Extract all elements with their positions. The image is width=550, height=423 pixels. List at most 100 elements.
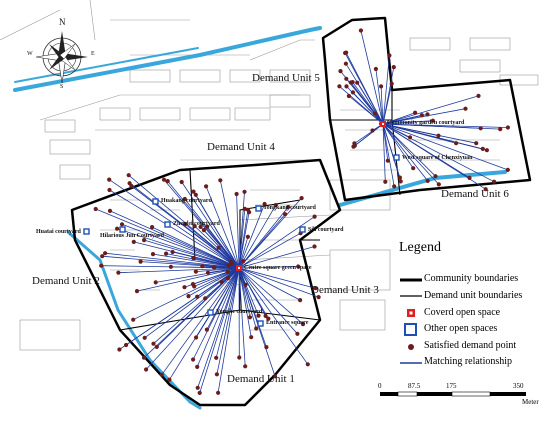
matching-line xyxy=(196,267,240,368)
demand-point xyxy=(505,125,510,130)
demand-point xyxy=(107,177,112,182)
matching-line xyxy=(380,86,384,125)
demand-point xyxy=(159,372,164,377)
community-boundaries xyxy=(70,16,532,407)
matching-line xyxy=(217,267,240,393)
matching-line xyxy=(356,82,384,125)
scale-tick-350: 350 xyxy=(513,382,524,390)
legend-label-demand-point: Satisfied demand point xyxy=(424,340,517,351)
matching-line xyxy=(238,267,301,301)
community-boundary-west xyxy=(70,158,342,407)
demand-point xyxy=(385,158,390,163)
demand-point xyxy=(425,112,430,117)
demand-point xyxy=(234,191,239,197)
demand-point xyxy=(190,282,196,287)
matching-line xyxy=(382,123,440,185)
demand-point xyxy=(204,327,209,332)
demand-point xyxy=(226,263,231,268)
demand-point xyxy=(127,181,132,186)
matching-line xyxy=(382,112,416,125)
demand-point xyxy=(198,224,203,229)
legend-symbols xyxy=(400,278,422,364)
demand-point xyxy=(115,226,120,231)
demand-point xyxy=(264,345,269,350)
matching-line xyxy=(205,186,240,269)
matching-line xyxy=(382,123,414,169)
demand-point xyxy=(286,204,291,210)
matching-line xyxy=(121,223,240,269)
matching-line xyxy=(216,267,240,375)
demand-point xyxy=(165,179,170,184)
legend-label-other-open-spaces: Other open spaces xyxy=(424,323,498,334)
demand-point xyxy=(182,285,187,290)
demand-point xyxy=(193,192,198,197)
demand-point xyxy=(348,80,353,85)
demand-point xyxy=(283,212,288,217)
demand-point xyxy=(398,179,403,184)
matching-relationships xyxy=(95,30,508,394)
demand-point xyxy=(243,364,248,369)
demand-point xyxy=(300,322,306,327)
matching-line xyxy=(144,267,240,339)
other-open-space-zhenfei xyxy=(164,221,171,228)
matching-line xyxy=(360,30,384,125)
matching-line xyxy=(203,229,240,269)
demand-point xyxy=(247,315,253,320)
demand-point xyxy=(295,331,300,336)
demand-point xyxy=(463,106,468,111)
matching-line xyxy=(133,241,240,269)
matching-line xyxy=(238,267,309,365)
demand-point xyxy=(153,280,158,285)
demand-point xyxy=(337,84,342,89)
demand-point xyxy=(103,251,108,256)
demand-point xyxy=(226,276,231,281)
matching-line xyxy=(382,83,393,125)
matching-line xyxy=(238,212,250,269)
matching-line xyxy=(382,123,395,187)
demand-point xyxy=(305,362,310,367)
matching-line xyxy=(197,267,240,388)
matching-line xyxy=(382,123,386,182)
matching-line xyxy=(382,123,411,138)
demand-point xyxy=(131,317,136,322)
unit-label-5: Demand Unit 5 xyxy=(252,72,320,84)
matching-line xyxy=(118,267,240,274)
demand-point xyxy=(467,175,472,180)
demand-point xyxy=(358,28,363,33)
demand-point xyxy=(197,390,202,395)
matching-line xyxy=(238,216,315,269)
demand-point xyxy=(168,264,173,269)
matching-line xyxy=(152,253,240,269)
demand-point xyxy=(154,344,159,349)
demand-point xyxy=(161,177,167,182)
matching-line xyxy=(238,267,319,298)
legend-title: Legend xyxy=(399,240,441,255)
demand-point xyxy=(142,238,147,243)
demand-point xyxy=(352,141,357,146)
site-label-sili: Sili courtyard xyxy=(308,227,344,233)
matching-line xyxy=(238,208,246,269)
demand-point xyxy=(355,80,360,85)
legend-label-community-boundaries: Community boundaries xyxy=(424,273,519,284)
matching-line xyxy=(95,208,240,269)
matching-line xyxy=(375,68,384,125)
matching-line xyxy=(238,197,302,269)
site-label-yongkang: Yongkang courtyard xyxy=(263,205,316,211)
demand-point xyxy=(413,110,418,115)
compass-west-label: W xyxy=(27,51,33,57)
site-label-centre-square: Centre square green space xyxy=(244,265,312,271)
matching-line xyxy=(238,267,257,329)
demand-point xyxy=(273,203,278,208)
matching-line xyxy=(382,114,422,125)
demand-point xyxy=(505,167,510,172)
matching-line xyxy=(238,267,266,317)
matching-line xyxy=(238,246,315,269)
demand-point xyxy=(164,251,169,256)
other-open-space-huakang xyxy=(152,198,159,205)
matching-line xyxy=(193,191,240,269)
demand-point xyxy=(392,184,397,189)
demand-point xyxy=(454,141,459,146)
demand-point xyxy=(379,84,384,89)
matching-line xyxy=(238,203,265,269)
demand-point xyxy=(134,289,140,294)
